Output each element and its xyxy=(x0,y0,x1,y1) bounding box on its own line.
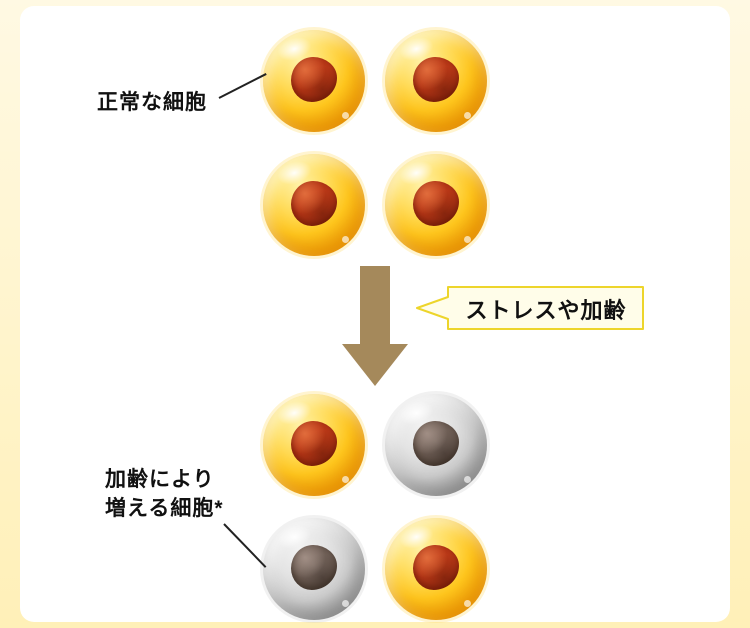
cell-gold xyxy=(385,518,487,620)
cell-nucleus xyxy=(290,544,338,591)
cell-gold xyxy=(263,154,365,256)
stress-callout-bubble xyxy=(416,286,644,330)
cell-gold xyxy=(385,30,487,132)
cell-nucleus xyxy=(290,180,338,227)
cell-gold xyxy=(385,154,487,256)
cell-nucleus xyxy=(412,180,460,227)
aged-cells-grid xyxy=(263,394,487,620)
cell-nucleus xyxy=(290,420,338,467)
cell-nucleus xyxy=(290,56,338,103)
aging-cells-label-line1: 加齢により xyxy=(105,468,215,491)
normal-cells-grid xyxy=(263,30,487,256)
cell-gray xyxy=(385,394,487,496)
cell-gray xyxy=(263,518,365,620)
cell-gold xyxy=(263,394,365,496)
aging-cells-label: 加齢により 増える細胞* xyxy=(105,465,224,523)
normal-cells-label: 正常な細胞 xyxy=(97,91,207,114)
cell-nucleus xyxy=(412,420,460,467)
cell-gold xyxy=(263,30,365,132)
aging-cells-label-line2: 増える細胞* xyxy=(105,497,224,520)
down-arrow-icon xyxy=(342,266,408,386)
stress-callout-label: ストレスや加齢 xyxy=(465,298,627,323)
cell-nucleus xyxy=(412,544,460,591)
cell-nucleus xyxy=(412,56,460,103)
